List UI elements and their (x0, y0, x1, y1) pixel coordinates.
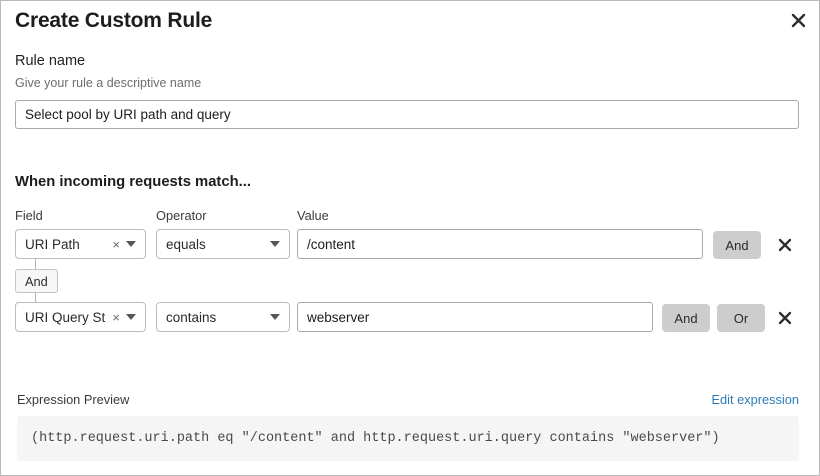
rule-name-input[interactable] (15, 100, 799, 129)
row-2-field-chevron-down-icon[interactable] (126, 314, 145, 320)
rule-name-label: Rule name (15, 53, 86, 69)
row-1-field-chevron-down-icon[interactable] (126, 241, 145, 247)
connector-line-top (35, 259, 36, 270)
column-label-operator: Operator (156, 208, 207, 223)
row-2-field-clear-icon[interactable]: × (112, 309, 120, 325)
expression-preview-text: (http.request.uri.path eq "/content" and… (31, 431, 720, 446)
close-icon[interactable] (785, 7, 811, 33)
expression-preview-panel: (http.request.uri.path eq "/content" and… (17, 416, 799, 461)
row-1-operator-value: equals (166, 236, 206, 252)
row-2-value-input[interactable] (297, 302, 653, 332)
row-2-operator-chevron-down-icon[interactable] (270, 314, 289, 320)
row-1-value-input[interactable] (297, 229, 703, 259)
connector-line-bottom (35, 292, 36, 302)
row-1-field-clear-icon[interactable]: × (112, 236, 120, 252)
row-2-operator-value: contains (166, 309, 217, 325)
match-section-heading: When incoming requests match... (15, 174, 251, 190)
row-1-field-value: URI Path (25, 236, 80, 252)
row-connector-and-button[interactable]: And (15, 269, 58, 293)
row-1-and-button[interactable]: And (713, 231, 761, 259)
row-2-delete-icon[interactable] (774, 307, 796, 329)
row-1-operator-select[interactable]: equals (156, 229, 290, 259)
row-2-and-button[interactable]: And (662, 304, 710, 332)
rule-name-help-text: Give your rule a descriptive name (15, 76, 202, 90)
column-label-field: Field (15, 208, 43, 223)
row-2-operator-select[interactable]: contains (156, 302, 290, 332)
row-1-operator-chevron-down-icon[interactable] (270, 241, 289, 247)
row-2-field-select[interactable]: URI Query St... × (15, 302, 146, 332)
dialog-title: Create Custom Rule (15, 9, 213, 32)
row-2-field-value: URI Query St... (25, 309, 106, 325)
row-1-field-select[interactable]: URI Path × (15, 229, 146, 259)
edit-expression-link[interactable]: Edit expression (711, 392, 800, 407)
row-1-delete-icon[interactable] (774, 234, 796, 256)
column-label-value: Value (297, 208, 329, 223)
expression-preview-label: Expression Preview (17, 392, 130, 407)
row-2-or-button[interactable]: Or (717, 304, 765, 332)
